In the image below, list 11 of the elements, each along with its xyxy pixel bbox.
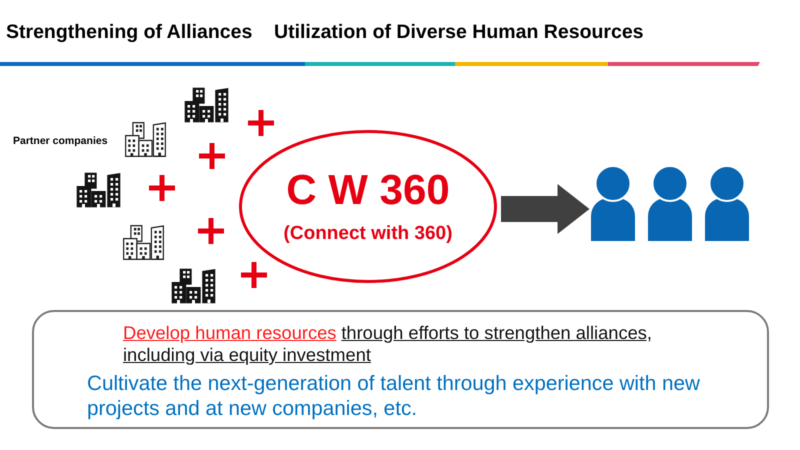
description-text: Cultivate the next-generation of talent through experience with new projects and at new companies, etc. (87, 371, 701, 421)
people-icon (591, 166, 749, 241)
group-label: Partner companies (13, 134, 108, 148)
section-heading: Utilization of Diverse Human Resources (274, 20, 644, 44)
page-heading: Strengthening of Alliances (6, 20, 252, 44)
program-name: C W 360 (285, 166, 451, 214)
statement-text: Develop human resources through efforts to strengthen alliances, including via equity investment (123, 322, 653, 366)
info-panel (32, 310, 769, 429)
program-subtitle: (Connect with 360) (282, 223, 454, 245)
block-arrow (501, 184, 590, 234)
oval-node (239, 130, 497, 283)
